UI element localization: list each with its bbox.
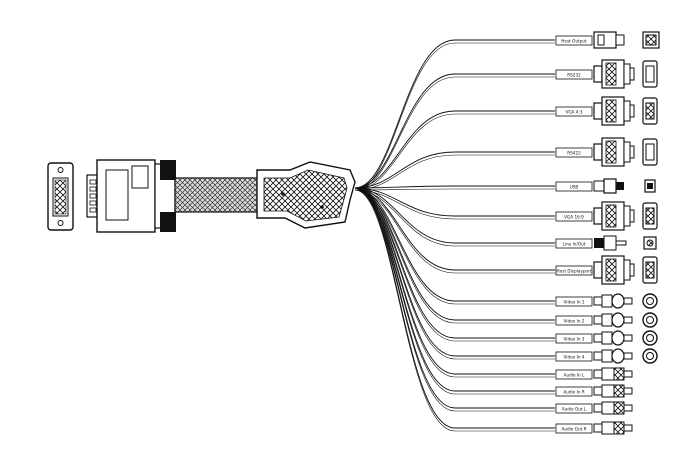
bnc-connector xyxy=(593,330,633,346)
bnc-connector xyxy=(593,312,633,328)
bnc-connector xyxy=(593,348,633,364)
cable-label: Video In 2 xyxy=(564,319,585,324)
bnc-connector xyxy=(593,293,633,309)
cable-line xyxy=(354,73,555,189)
db15-end-view xyxy=(642,202,658,230)
db15-end-view xyxy=(642,256,658,284)
cable-line-outer xyxy=(354,189,555,432)
cable-label: Audio In R xyxy=(563,390,584,395)
cable-label: Audio In L xyxy=(564,373,585,378)
bnc-end-view xyxy=(642,330,658,346)
cable-label-sleeve: Video In 3 xyxy=(555,333,593,344)
cable-label: VGA 16:9 xyxy=(564,215,584,220)
db15-end-view xyxy=(642,97,658,125)
cable-line xyxy=(354,39,555,189)
cable-label: Audio Out R xyxy=(561,427,586,432)
power-socket-end-view xyxy=(642,31,660,49)
cable-label: Video In 3 xyxy=(564,337,585,342)
cable-line-outer xyxy=(354,189,555,324)
fanout-cables xyxy=(354,39,555,432)
cable-label-sleeve: Video In 4 xyxy=(555,351,593,362)
cable-label-sleeve: Audio In L xyxy=(555,369,593,380)
cable-label-sleeve: USB xyxy=(555,181,593,192)
cable-label: RS422 xyxy=(567,151,581,156)
cable-line xyxy=(354,187,555,302)
power-plug-connector xyxy=(593,31,625,49)
cable-line xyxy=(354,187,555,217)
cable-label-sleeve: VGA 4:3 xyxy=(555,106,593,117)
rca-connector xyxy=(593,401,633,415)
cable-label-sleeve: Audio Out R xyxy=(555,423,593,434)
rca-connector xyxy=(593,421,633,435)
cable-label: Host Displayport xyxy=(557,269,592,274)
db9-end-view xyxy=(642,138,658,166)
cable-label: VGA 4:3 xyxy=(565,110,582,115)
db15-vga-connector xyxy=(593,201,635,231)
cable-label-sleeve: Audio Out L xyxy=(555,403,593,414)
rca-connector xyxy=(593,367,633,381)
db9-serial-connector xyxy=(593,59,635,89)
cable-label-sleeve: VGA 16:9 xyxy=(555,211,593,222)
jack-end-view xyxy=(643,236,657,250)
cable-line xyxy=(354,187,555,244)
cable-label: Audio Out L xyxy=(562,407,587,412)
cable-label: Host Output xyxy=(561,39,587,44)
cable-line-outer xyxy=(354,189,555,305)
cable-line xyxy=(354,110,555,189)
cable-line xyxy=(354,187,555,339)
cable-line-outer xyxy=(354,42,555,191)
cable-label-sleeve: RS232 xyxy=(555,69,593,80)
db9-end-view xyxy=(642,60,658,88)
cable-label: Line In/Out xyxy=(563,242,586,247)
splitter-housing xyxy=(256,161,356,229)
cable-label-sleeve: Host Output xyxy=(555,35,593,46)
bnc-end-view xyxy=(642,348,658,364)
cable-label-sleeve: Host Displayport xyxy=(555,265,593,276)
cable-label-sleeve: Video In 1 xyxy=(555,296,593,307)
cable-label-sleeve: Line In/Out xyxy=(555,238,593,249)
db15-vga-connector xyxy=(593,255,635,285)
dvi-plug xyxy=(86,159,176,233)
db15-vga-connector xyxy=(593,96,635,126)
usb-end-view xyxy=(644,179,656,193)
dvi-socket-end-view xyxy=(47,162,74,231)
cable-label-sleeve: Audio In R xyxy=(555,386,593,397)
usb-connector xyxy=(593,178,624,194)
cable-label: RS232 xyxy=(567,73,581,78)
3.5mm-audio-connector xyxy=(594,235,627,251)
db9-serial-connector xyxy=(593,137,635,167)
cable-line xyxy=(354,151,555,189)
cable-line xyxy=(354,187,555,392)
cable-line-outer xyxy=(354,154,555,191)
cable-label: Video In 1 xyxy=(564,300,585,305)
cable-line xyxy=(354,187,555,429)
cable-line xyxy=(354,187,555,321)
rca-connector xyxy=(593,384,633,398)
cable-label: USB xyxy=(570,185,579,190)
cable-label-sleeve: Video In 2 xyxy=(555,315,593,326)
cable-label-sleeve: RS422 xyxy=(555,147,593,158)
bnc-end-view xyxy=(642,312,658,328)
cable-label: Video In 4 xyxy=(564,355,585,360)
braided-cable xyxy=(174,177,260,213)
bnc-end-view xyxy=(642,293,658,309)
cable-line-outer xyxy=(354,188,555,191)
cable-line xyxy=(354,187,555,271)
cable-line xyxy=(354,185,555,189)
